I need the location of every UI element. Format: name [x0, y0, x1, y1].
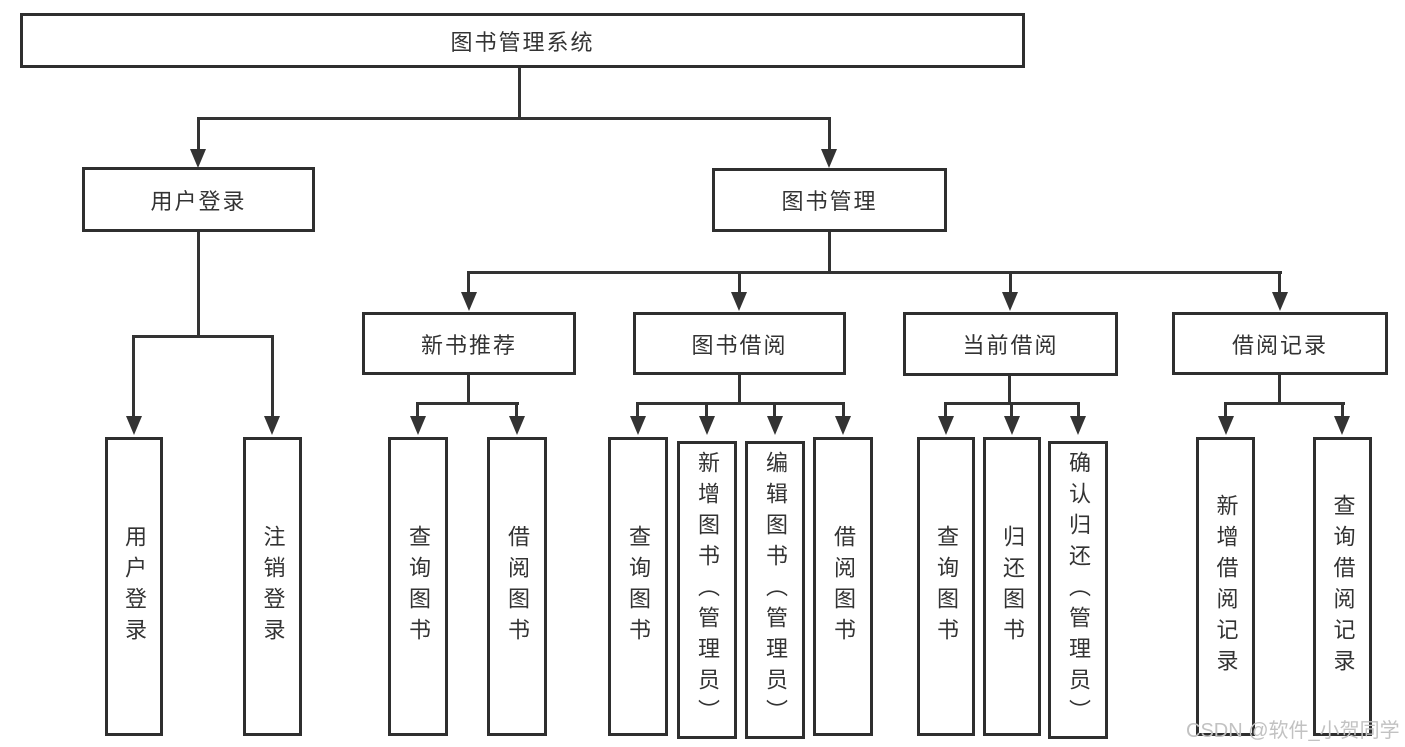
connector-line: [636, 402, 639, 419]
connector-line: [1224, 402, 1227, 419]
leaf-borrow-book-recommend: 借阅图书: [487, 437, 547, 736]
node-label: 归还图书: [1000, 524, 1025, 649]
leaf-query-book-recommend: 查询图书: [388, 437, 448, 736]
node-label: 借阅图书: [505, 524, 530, 649]
connector-line: [197, 117, 831, 120]
arrowhead-down-icon: [410, 416, 426, 435]
arrowhead-down-icon: [630, 416, 646, 435]
arrowhead-down-icon: [1002, 292, 1018, 311]
connector-line: [1008, 375, 1011, 405]
arrowhead-down-icon: [1272, 292, 1288, 311]
connector-line: [515, 402, 518, 419]
connector-line: [828, 232, 831, 274]
node-new-book-recommend: 新书推荐: [362, 312, 576, 375]
leaf-add-book-admin: 新增图书（管理员）: [677, 441, 737, 739]
node-user-login: 用户登录: [82, 167, 315, 232]
connector-line: [738, 271, 741, 295]
leaf-borrow-book: 借阅图书: [813, 437, 873, 736]
connector-line: [1278, 271, 1281, 295]
arrowhead-down-icon: [731, 292, 747, 311]
node-borrow-records: 借阅记录: [1172, 312, 1388, 375]
leaf-add-borrow-record: 新增借阅记录: [1196, 437, 1255, 736]
node-label: 查询借阅记录: [1330, 493, 1356, 680]
node-label: 新增借阅记录: [1213, 493, 1239, 680]
connector-line: [1278, 375, 1281, 405]
connector-line: [773, 402, 776, 419]
arrowhead-down-icon: [126, 416, 142, 435]
connector-line: [1009, 271, 1012, 295]
connector-line: [944, 402, 947, 419]
leaf-edit-book-admin: 编辑图书（管理员）: [745, 441, 805, 739]
arrowhead-down-icon: [1004, 416, 1020, 435]
connector-line: [842, 402, 845, 419]
connector-line: [1341, 402, 1344, 419]
node-label: 编辑图书（管理员）: [763, 450, 788, 730]
arrowhead-down-icon: [509, 416, 525, 435]
arrowhead-down-icon: [938, 416, 954, 435]
node-current-borrow: 当前借阅: [903, 312, 1118, 376]
connector-line: [271, 335, 274, 419]
node-label: 查询图书: [934, 524, 959, 649]
arrowhead-down-icon: [767, 416, 783, 435]
leaf-query-borrow-record: 查询借阅记录: [1313, 437, 1372, 736]
leaf-query-book-borrow: 查询图书: [608, 437, 668, 736]
node-label: 图书管理系统: [450, 29, 595, 55]
leaf-user-login: 用户登录: [105, 437, 163, 736]
node-label: 图书借阅: [691, 332, 788, 358]
arrowhead-down-icon: [699, 416, 715, 435]
arrowhead-down-icon: [1070, 416, 1086, 435]
node-label: 当前借阅: [962, 333, 1059, 358]
node-label: 确认归还（管理员）: [1066, 450, 1091, 730]
node-label: 新书推荐: [420, 332, 517, 358]
arrowhead-down-icon: [264, 416, 280, 435]
connector-line: [467, 271, 1282, 274]
connector-line: [738, 375, 741, 405]
node-label: 借阅记录: [1231, 332, 1328, 358]
connector-line: [416, 402, 519, 405]
connector-line: [828, 117, 831, 153]
connector-line: [1077, 402, 1080, 419]
node-root-system: 图书管理系统: [20, 13, 1025, 68]
arrowhead-down-icon: [461, 292, 477, 311]
node-label: 图书管理: [781, 189, 878, 214]
leaf-query-book-current: 查询图书: [917, 437, 975, 736]
node-label: 用户登录: [150, 188, 247, 214]
connector-line: [132, 335, 135, 419]
arrowhead-down-icon: [190, 149, 206, 168]
node-label: 查询图书: [406, 524, 431, 649]
connector-line: [1010, 402, 1013, 419]
arrowhead-down-icon: [835, 416, 851, 435]
connector-line: [705, 402, 708, 419]
connector-line: [518, 68, 521, 120]
arrowhead-down-icon: [821, 149, 837, 168]
arrowhead-down-icon: [1218, 416, 1234, 435]
node-label: 用户登录: [122, 524, 147, 649]
node-label: 借阅图书: [831, 524, 856, 649]
connector-line: [467, 375, 470, 405]
leaf-return-book: 归还图书: [983, 437, 1041, 736]
connector-line: [197, 117, 200, 153]
connector-line: [132, 335, 274, 338]
csdn-watermark: CSDN @软件_小贺同学: [1186, 720, 1400, 742]
node-label: 注销登录: [260, 524, 286, 649]
node-book-borrow: 图书借阅: [633, 312, 846, 375]
node-label: 查询图书: [626, 524, 651, 649]
connector-line: [467, 271, 470, 295]
node-label: 新增图书（管理员）: [695, 450, 720, 730]
leaf-logout: 注销登录: [243, 437, 302, 736]
leaf-confirm-return-admin: 确认归还（管理员）: [1048, 441, 1108, 739]
connector-line: [416, 402, 419, 419]
connector-line: [1224, 402, 1345, 405]
arrowhead-down-icon: [1334, 416, 1350, 435]
connector-line: [197, 232, 200, 338]
node-book-management: 图书管理: [712, 168, 947, 232]
connector-line: [636, 402, 845, 405]
